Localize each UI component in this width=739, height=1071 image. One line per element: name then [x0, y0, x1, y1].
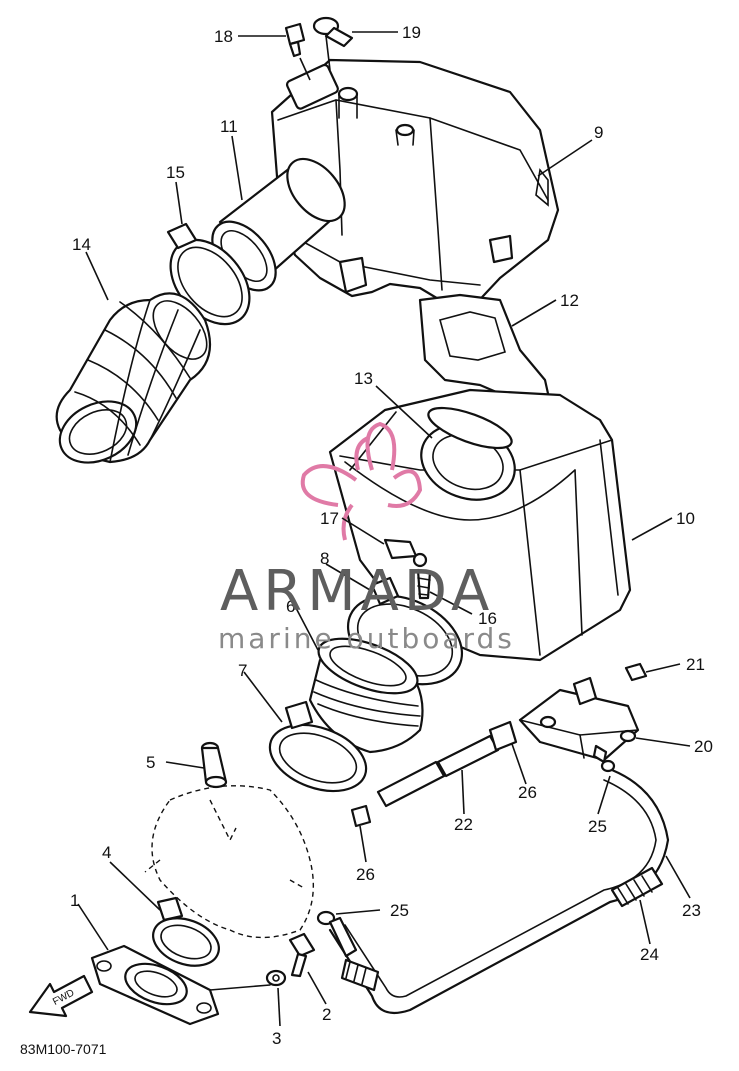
hose-clamp-part-4: [152, 896, 220, 967]
watermark-tagline: marine outboards: [218, 622, 515, 655]
watermark-brand: ARMADA: [220, 559, 494, 624]
callout-3: 3: [272, 1029, 281, 1048]
callout-21: 21: [686, 655, 705, 674]
callout-15: 15: [166, 163, 185, 182]
callout-25a: 25: [588, 817, 607, 836]
callout-26a: 26: [518, 783, 537, 802]
callout-23: 23: [682, 901, 701, 920]
callout-17: 17: [320, 509, 339, 528]
intake-tube-part-11: [211, 157, 346, 292]
callout-9: 9: [594, 123, 603, 142]
callout-7: 7: [238, 661, 247, 680]
callout-20: 20: [694, 737, 713, 756]
rubber-joint-part-6: [308, 637, 424, 754]
callout-18: 18: [214, 27, 233, 46]
silencer-case-part-10: [328, 388, 632, 662]
callout-4: 4: [102, 843, 111, 862]
bolt-and-clip-parts-18-19: [284, 16, 354, 58]
fuel-pump-part-20: [518, 676, 640, 764]
flange-part-1: [90, 944, 271, 1026]
callout-24: 24: [640, 945, 659, 964]
callout-10: 10: [676, 509, 695, 528]
pin-part-5: [200, 741, 228, 789]
callout-22: 22: [454, 815, 473, 834]
bolt-and-washer-parts-2-3: [265, 932, 316, 987]
intake-duct-part-14: [55, 292, 212, 464]
callout-16: 16: [478, 609, 497, 628]
callout-11: 11: [220, 117, 238, 136]
callout-12: 12: [560, 291, 579, 310]
hose-clamp-part-7: [268, 700, 368, 793]
fuel-line-parts-22-26: [350, 720, 518, 828]
callout-6: 6: [286, 597, 295, 616]
callout-5: 5: [146, 753, 155, 772]
fuel-hose-parts-23-24-25: [316, 759, 670, 1014]
screw-and-clip-parts-16-17: [383, 538, 432, 600]
watermark-logo-mark: [300, 421, 423, 541]
callout-26b: 26: [356, 865, 375, 884]
callout-2: 2: [322, 1005, 331, 1024]
callout-25b: 25: [390, 901, 409, 920]
callout-numbers: 18 19 9 11 15 14 12 13 10 17 8 16 6 7 21…: [70, 23, 713, 1048]
callout-19: 19: [402, 23, 421, 42]
callout-14: 14: [72, 235, 91, 254]
fwd-arrow-icon: FWD: [28, 974, 94, 1018]
drawing-code: 83M100-7071: [20, 1041, 107, 1057]
carburetor-outline: [144, 785, 315, 939]
callout-13: 13: [354, 369, 373, 388]
callout-8: 8: [320, 549, 329, 568]
leader-lines: [77, 31, 691, 1027]
callout-1: 1: [70, 891, 79, 910]
nut-part-21: [624, 662, 648, 682]
